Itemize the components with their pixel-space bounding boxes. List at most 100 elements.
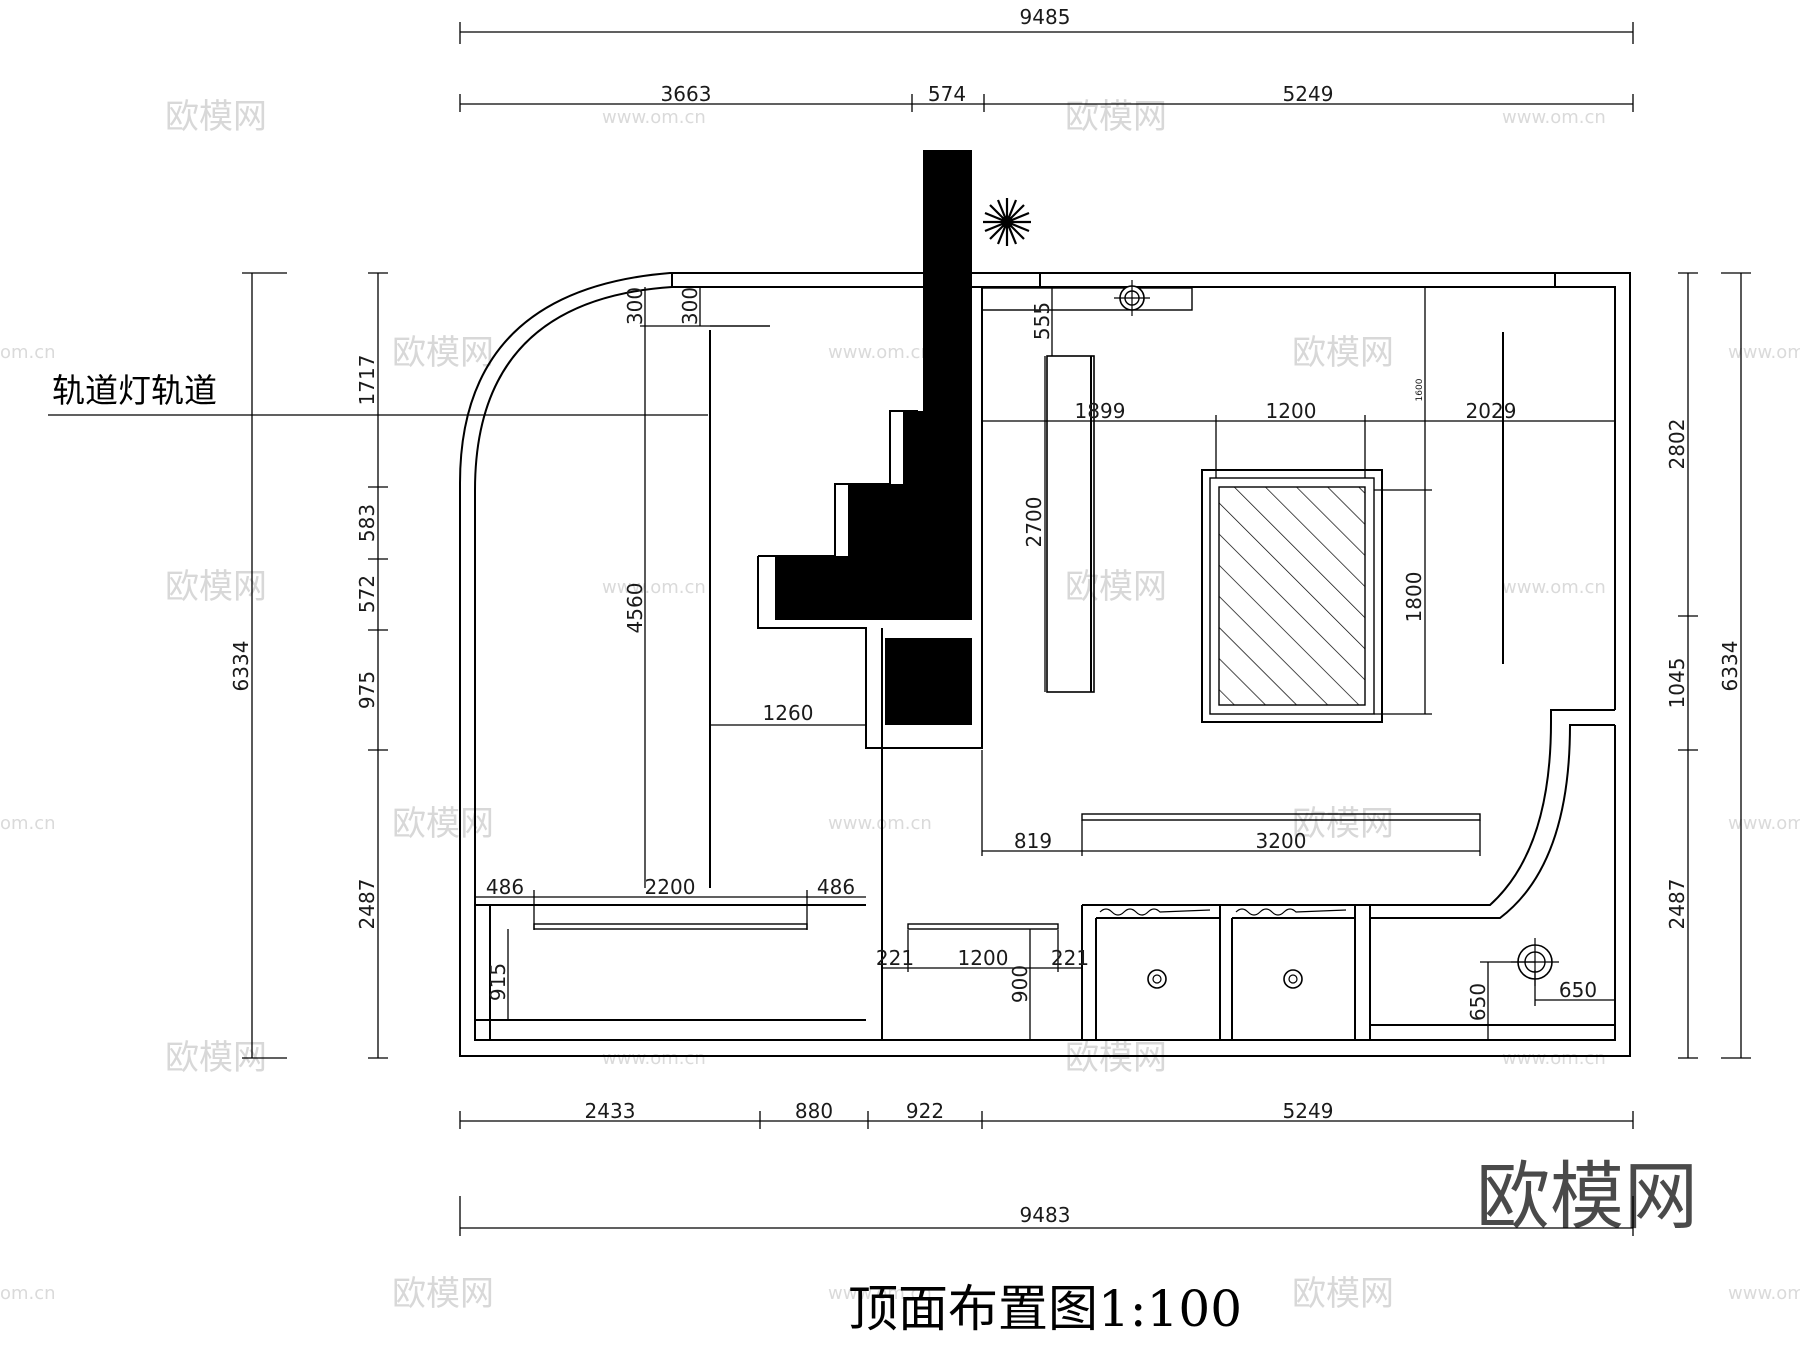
column-partition: [757, 150, 983, 1040]
black-column: [923, 150, 972, 620]
watermark-brand: 欧模网: [392, 804, 494, 844]
bottom-dimension-chain: 2433 880 922 5249 9483: [459, 1099, 1634, 1236]
watermark-url: www.om.cn: [828, 813, 932, 834]
watermark-brand: 欧模网: [1292, 804, 1394, 844]
dim-4560: 4560: [623, 583, 647, 634]
watermark-url: www.om.cn: [828, 1283, 932, 1304]
curved-wall-right: [1370, 709, 1615, 906]
black-block: [885, 638, 972, 725]
drain-icon: [1283, 969, 1303, 989]
dim-3200: 3200: [1256, 829, 1307, 853]
curved-wall-right-inner: [1370, 724, 1615, 919]
dim-1200-top: 1200: [1266, 399, 1317, 423]
right-dimension-chain: 2802 1045 2487 6334: [1665, 272, 1751, 1059]
dim-819: 819: [1014, 829, 1052, 853]
dim-right-seg-3: 2487: [1665, 879, 1689, 930]
dim-1200-bottom: 1200: [958, 946, 1009, 970]
light-strip-2200: [533, 923, 808, 930]
exhaust-fan-icon: [1235, 908, 1347, 916]
dim-915: 915: [486, 963, 510, 1001]
watermark-url: www.om.cn: [1502, 1048, 1606, 1069]
ceiling-fixtures: [533, 325, 1504, 930]
dim-486-b: 486: [817, 875, 855, 899]
dim-right-total: 6334: [1718, 641, 1742, 692]
watermark-url: om.cn: [0, 342, 56, 363]
watermark-url: www.om.cn: [602, 1048, 706, 1069]
dim-bottom-total: 9483: [1020, 1203, 1071, 1227]
outer-wall: [459, 272, 1631, 1057]
dim-2700: 2700: [1022, 497, 1046, 548]
watermark-brand: 欧模网: [1065, 567, 1167, 607]
light-strip-3200: [1081, 813, 1481, 821]
dim-2029: 2029: [1466, 399, 1517, 423]
exhaust-fan-icon: [1099, 908, 1211, 916]
dim-486-a: 486: [486, 875, 524, 899]
dim-top-seg-2: 574: [928, 82, 966, 106]
watermark-brand: 欧模网: [1292, 333, 1394, 373]
watermark-brand: 欧模网: [1065, 1038, 1167, 1078]
interior-dimensions: 300 300 4560 轨道灯轨道 1260 555 1600 1899 12…: [48, 287, 1615, 1040]
watermark-layer: 欧模网 www.om.cn 欧模网 www.om.cn om.cn 欧模网 ww…: [0, 97, 1800, 1314]
dim-650-vertical: 650: [1466, 983, 1490, 1021]
left-dimension-chain: 6334 1717 583 572 975 2487: [229, 272, 388, 1059]
inner-wall-top-right: [672, 286, 1616, 710]
dim-right-seg-2: 1045: [1665, 658, 1689, 709]
dim-bottom-seg-3: 922: [906, 1099, 944, 1123]
dim-1800: 1800: [1402, 572, 1426, 623]
dim-221-b: 221: [1051, 946, 1089, 970]
track-light-callout: 轨道灯轨道: [52, 371, 217, 410]
watermark-brand: 欧模网: [392, 1274, 494, 1314]
watermark-url: www.om.cn: [1502, 107, 1606, 128]
watermark-url: www.om.cn: [1502, 577, 1606, 598]
watermark-brand: 欧模网: [165, 97, 267, 137]
top-dimension-chain: 9485 3663 574 5249: [459, 5, 1634, 112]
watermark-brand: 欧模网: [1065, 97, 1167, 137]
inner-wall-left: [474, 286, 1616, 1041]
stepped-wall-outline: [757, 287, 983, 749]
dim-top-total: 9485: [1020, 5, 1071, 29]
dim-900: 900: [1008, 965, 1032, 1003]
dim-left-seg-3: 572: [355, 575, 379, 613]
watermark-url: www.om.cn: [1728, 342, 1800, 363]
watermark-url: www.om.cn: [602, 577, 706, 598]
dim-top-seg-1: 3663: [661, 82, 712, 106]
dim-left-total: 6334: [229, 641, 253, 692]
dim-left-seg-2: 583: [355, 504, 379, 542]
dim-555: 555: [1030, 302, 1054, 340]
plant-icon: [983, 198, 1031, 246]
dim-650-horizontal: 650: [1559, 978, 1597, 1002]
watermark-brand: 欧模网: [165, 567, 267, 607]
dim-2200: 2200: [645, 875, 696, 899]
drain-icon: [1147, 969, 1167, 989]
linear-light-panel: [1046, 355, 1095, 693]
stepped-wall-black: [775, 411, 923, 620]
watermark-url: www.om.cn: [1728, 813, 1800, 834]
light-strip-1200: [907, 923, 1059, 930]
dim-left-seg-4: 975: [355, 671, 379, 709]
drawing-title: 顶面布置图1:100: [848, 1280, 1242, 1338]
dim-bottom-seg-2: 880: [795, 1099, 833, 1123]
dim-300-a: 300: [623, 287, 647, 325]
watermark-url: om.cn: [0, 813, 56, 834]
watermark-brand: 欧模网: [1292, 1274, 1394, 1314]
watermark-url: om.cn: [0, 1283, 56, 1304]
dim-1260: 1260: [763, 701, 814, 725]
dim-1600: 1600: [1415, 378, 1425, 401]
watermark-url: www.om.cn: [828, 342, 932, 363]
dim-bottom-seg-1: 2433: [585, 1099, 636, 1123]
dim-bottom-seg-4: 5249: [1283, 1099, 1334, 1123]
dim-1899: 1899: [1075, 399, 1126, 423]
watermark-url: www.om.cn: [602, 107, 706, 128]
watermark-url: www.om.cn: [1728, 1283, 1800, 1304]
bottom-rooms: [475, 904, 1615, 1040]
corner-watermark-logo: 欧模网: [1476, 1154, 1698, 1240]
dim-221-a: 221: [876, 946, 914, 970]
watermark-brand: 欧模网: [392, 333, 494, 373]
dim-300-b: 300: [678, 287, 702, 325]
dim-right-seg-1: 2802: [1665, 419, 1689, 470]
room-walls: [459, 272, 1631, 1057]
dim-left-seg-1: 1717: [355, 355, 379, 406]
dim-left-seg-5: 2487: [355, 879, 379, 930]
stepped-wall-outline-top: [758, 410, 918, 557]
